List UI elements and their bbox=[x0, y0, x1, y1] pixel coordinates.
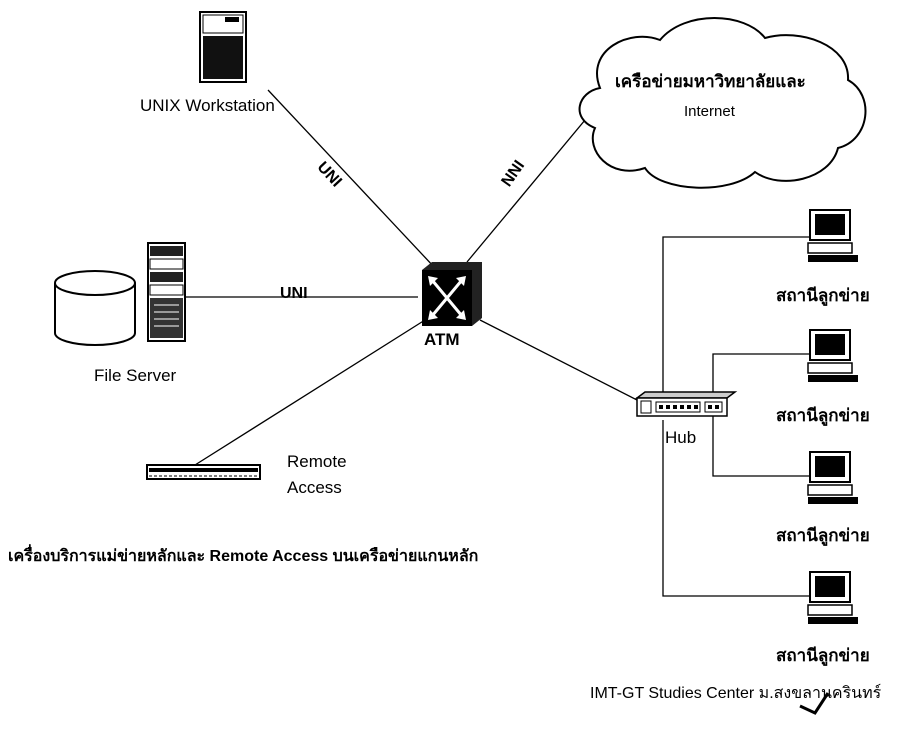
remote-access-label-line2: Access bbox=[287, 478, 342, 497]
edge-label-fileserver-atm: UNI bbox=[280, 285, 308, 302]
remote-access-icon bbox=[146, 464, 261, 480]
link-unix-atm bbox=[267, 89, 436, 269]
database-icon bbox=[54, 270, 136, 346]
internet-label-line1: เครือข่ายมหาวิทยาลัยและ bbox=[615, 72, 806, 91]
hub-label: Hub bbox=[665, 428, 697, 447]
link-atm-hub bbox=[479, 319, 638, 401]
connections bbox=[185, 89, 810, 597]
computer-icon-2 bbox=[807, 329, 858, 382]
atm-label: ATM bbox=[424, 330, 460, 349]
client-label-3: สถานีลูกข่าย bbox=[776, 526, 870, 545]
cloud-icon bbox=[578, 17, 867, 189]
credit-pointer bbox=[799, 692, 830, 715]
link-hub-client4 bbox=[662, 420, 810, 597]
link-hub-client3 bbox=[712, 415, 810, 477]
credit-text: IMT-GT Studies Center ม.สงขลานครินทร์ bbox=[590, 685, 882, 702]
hub-icon bbox=[634, 391, 738, 417]
client-label-1: สถานีลูกข่าย bbox=[776, 286, 870, 305]
computer-icon-1 bbox=[807, 209, 858, 262]
link-hub-client2 bbox=[712, 353, 810, 395]
unix-workstation-icon bbox=[199, 11, 247, 83]
link-atm-internet bbox=[466, 107, 596, 263]
file-server-icon bbox=[147, 242, 186, 342]
client-label-2: สถานีลูกข่าย bbox=[776, 406, 870, 425]
client-label-4: สถานีลูกข่าย bbox=[776, 646, 870, 665]
atm-switch-icon bbox=[422, 262, 482, 326]
link-hub-client1 bbox=[662, 236, 810, 395]
file-server-label: File Server bbox=[94, 366, 177, 385]
unix-workstation-label: UNIX Workstation bbox=[140, 96, 275, 115]
link-remote-atm bbox=[194, 319, 426, 466]
internet-label-line2: Internet bbox=[684, 103, 735, 120]
remote-access-label-line1: Remote bbox=[287, 452, 347, 471]
diagram-caption: เครื่องบริการแม่ข่ายหลักและ Remote Acces… bbox=[8, 548, 479, 565]
computer-icon-3 bbox=[807, 451, 858, 504]
computer-icon-4 bbox=[807, 571, 858, 624]
